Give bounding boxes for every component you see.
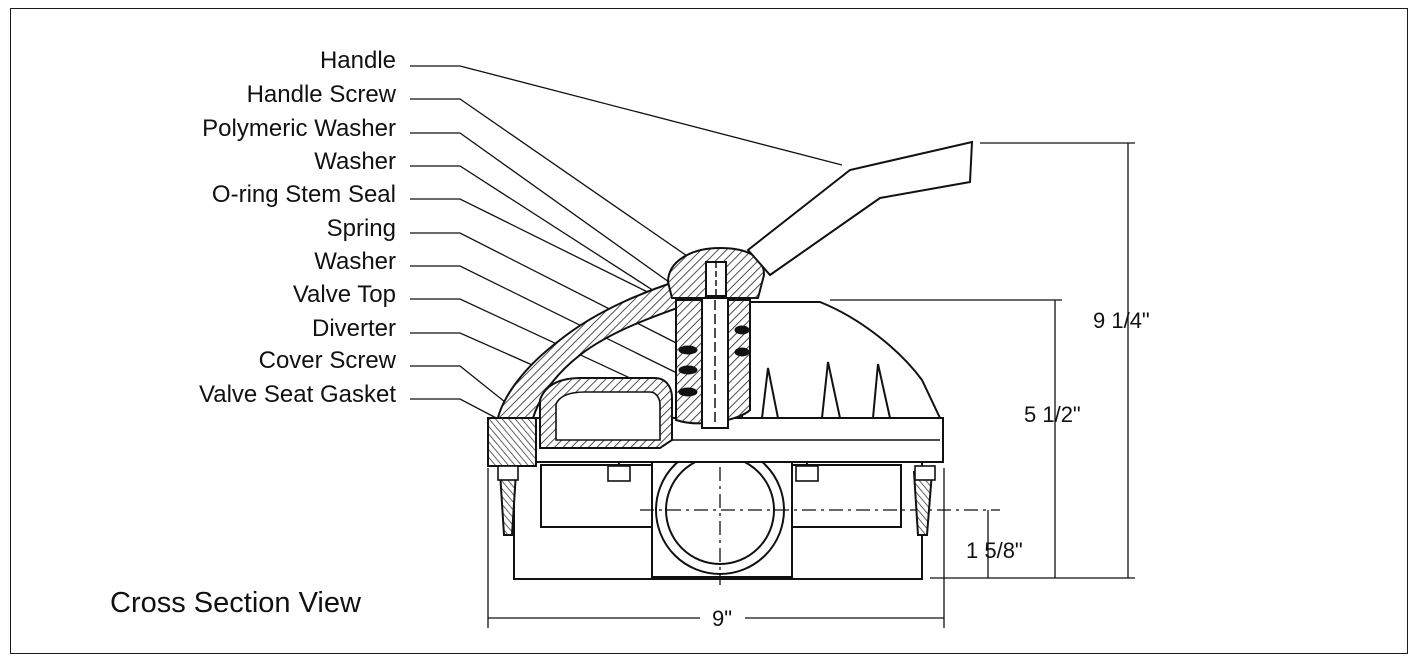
leader-washer-upper xyxy=(410,165,666,299)
right-leg xyxy=(912,471,934,536)
diagram-frame xyxy=(10,8,1408,654)
cover-fins xyxy=(760,361,892,419)
bolt-left xyxy=(607,462,631,482)
callout-polymeric-washer: Polymeric Washer xyxy=(202,115,396,142)
callout-o-ring-stem-seal: O-ring Stem Seal xyxy=(212,181,396,208)
callout-labels: Handle Handle Screw Polymeric Washer Was… xyxy=(199,47,397,408)
callout-washer-upper: Washer xyxy=(314,148,396,175)
callout-washer-lower: Washer xyxy=(314,248,396,275)
dim-width: 9" xyxy=(712,606,732,631)
leader-valve-top xyxy=(410,298,661,393)
callout-valve-top: Valve Top xyxy=(293,281,396,308)
left-wall-block xyxy=(487,417,537,467)
valve-drawing xyxy=(487,140,1000,585)
leader-lines xyxy=(410,65,843,421)
dim-body-height: 5 1/2" xyxy=(1024,402,1081,427)
leader-valve-seat-gasket xyxy=(410,398,501,421)
leader-handle-screw xyxy=(410,98,691,259)
callout-handle: Handle xyxy=(320,47,396,74)
callout-valve-seat-gasket: Valve Seat Gasket xyxy=(199,381,396,408)
leader-polymeric-washer xyxy=(410,132,677,288)
leader-handle xyxy=(410,65,843,166)
callout-cover-screw: Cover Screw xyxy=(259,347,397,374)
diagram-title: Cross Section View xyxy=(110,587,362,619)
leader-cover-screw xyxy=(410,365,521,415)
handle-lever xyxy=(746,140,974,277)
left-leg xyxy=(498,471,518,536)
leader-o-ring xyxy=(410,198,691,314)
dim-overall-height: 9 1/4" xyxy=(1093,308,1150,333)
bottom-nuts xyxy=(497,465,936,481)
leader-diverter xyxy=(410,332,549,373)
spring-coils xyxy=(678,325,750,397)
callout-spring: Spring xyxy=(327,215,396,242)
dim-port-height: 1 5/8" xyxy=(966,538,1023,563)
diverter-cavity xyxy=(555,391,661,441)
callout-diverter: Diverter xyxy=(312,315,396,342)
dome-cover xyxy=(741,301,942,419)
leader-washer-lower xyxy=(410,265,688,379)
dimension-lines xyxy=(487,142,1135,628)
callout-handle-screw: Handle Screw xyxy=(247,81,397,108)
